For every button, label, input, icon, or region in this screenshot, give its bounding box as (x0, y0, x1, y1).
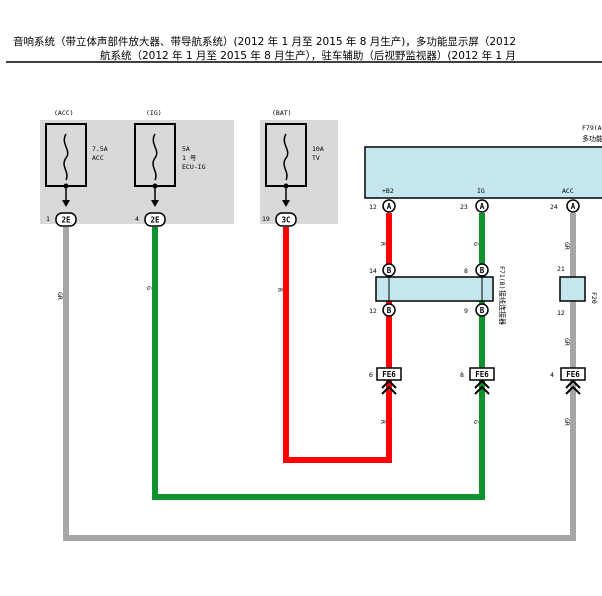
svg-text:B: B (387, 306, 392, 315)
unit-pin-label-b2: +B2 (382, 187, 394, 195)
svg-text:8: 8 (460, 371, 464, 379)
unit-pin-acc: 24 A (550, 199, 580, 213)
fuse-ig-name: 1 号 (182, 154, 197, 162)
display-unit: F79(A) 多功能 +B2 IG ACC (364, 124, 602, 199)
wire-labels: GR G R R G GR GR R G GR (56, 242, 571, 426)
fuse-ig-pin: 4 (135, 215, 139, 223)
svg-text:B: B (387, 266, 392, 275)
svg-text:FE6: FE6 (475, 370, 489, 379)
svg-text:14: 14 (369, 267, 377, 275)
fuse-box-left (40, 120, 234, 224)
junction-f20-body (559, 276, 586, 302)
svg-text:R: R (379, 420, 387, 424)
fuse-ig-source: (IG) (146, 109, 162, 117)
svg-text:G: G (472, 420, 480, 424)
svg-text:2E: 2E (61, 216, 71, 225)
fuse-acc-name: ACC (92, 154, 104, 162)
unit-pin-label-acc: ACC (562, 187, 574, 195)
fuse-ig-connector (144, 212, 166, 227)
svg-text:21: 21 (557, 265, 565, 273)
junction-f71-code: F71(B) (498, 266, 506, 289)
fuse-bat-rating: 10A (312, 145, 324, 153)
wire-r (283, 213, 392, 463)
svg-text:B: B (480, 306, 485, 315)
fuse-acc-source: (ACC) (54, 109, 74, 117)
junction-f71-name: 接线连接器 (498, 290, 507, 325)
svg-text:A: A (571, 202, 576, 211)
svg-text:B: B (480, 266, 485, 275)
plug-fe6-2: 8 FE6 (460, 367, 495, 395)
svg-text:GR: GR (563, 418, 571, 426)
wire-gr (63, 213, 576, 541)
svg-text:GR: GR (56, 292, 64, 300)
svg-text:G: G (145, 286, 153, 290)
svg-text:GR: GR (563, 242, 571, 250)
title-line-1: 音响系统（带立体声部件放大器、带导航系统）(2012 年 1 月至 2015 年… (13, 36, 517, 48)
svg-text:24: 24 (550, 203, 558, 211)
fuse-acc-connector (55, 212, 77, 227)
svg-text:8: 8 (464, 267, 468, 275)
svg-text:2E: 2E (150, 216, 160, 225)
fuse-bat-name: TV (312, 154, 320, 162)
fuse-acc-pin: 1 (46, 215, 50, 223)
junction-f20-code: F20 (590, 292, 598, 304)
fuse-bat-symbol (283, 133, 289, 181)
svg-text:3C: 3C (281, 216, 290, 225)
wire-g (152, 213, 485, 500)
junction-f71-body (375, 276, 494, 302)
svg-text:A: A (387, 202, 392, 211)
svg-text:6: 6 (369, 371, 373, 379)
svg-text:12: 12 (369, 203, 377, 211)
plug-fe6-3: 4 FE6 (550, 367, 586, 395)
svg-text:FE6: FE6 (382, 370, 396, 379)
fuse-bat-arrow (282, 200, 290, 207)
svg-text:R: R (379, 242, 387, 246)
plug-fe6-1: 6 FE6 (369, 367, 402, 395)
fuse-acc-rating: 7.5A (92, 145, 108, 153)
fuse-ig: (IG) 5A 1 号 ECU-IG 4 2E (134, 109, 206, 227)
fuse-bat-connector (275, 212, 297, 227)
unit-pin-ig: 23 A (460, 199, 489, 213)
svg-text:R: R (276, 288, 284, 292)
svg-text:9: 9 (464, 307, 468, 315)
fuse-acc: (ACC) 7.5A ACC 1 2E (45, 109, 108, 227)
svg-text:12: 12 (369, 307, 377, 315)
svg-text:23: 23 (460, 203, 468, 211)
fuse-acc-symbol (63, 133, 69, 181)
svg-text:G: G (472, 242, 480, 246)
unit-code: F79(A) (582, 124, 602, 132)
svg-text:12: 12 (557, 309, 565, 317)
svg-text:A: A (480, 202, 485, 211)
fuse-bat: (BAT) 10A TV 19 3C (262, 109, 324, 227)
svg-text:GR: GR (563, 338, 571, 346)
fuse-bat-source: (BAT) (272, 109, 292, 117)
junction-f71: 14 B 8 B 12 B 9 B F71(B) 接线连接器 (369, 263, 507, 325)
unit-pin-b2: 12 A (369, 199, 396, 213)
unit-body (364, 146, 602, 199)
fuse-acc-arrow (62, 200, 70, 207)
fuse-ig-arrow (151, 200, 159, 207)
title-line-2: 航系统（2012 年 1 月至 2015 年 8 月生产），驻车辅助（后视野监视… (100, 50, 516, 62)
fuse-ig-name-2: ECU-IG (182, 163, 206, 171)
fuse-ig-rating: 5A (182, 145, 190, 153)
junction-f20: 21 12 F20 (557, 265, 598, 317)
svg-text:4: 4 (550, 371, 554, 379)
fuse-bat-pin: 19 (262, 215, 270, 223)
fuse-box-right (260, 120, 338, 224)
svg-text:FE6: FE6 (566, 370, 580, 379)
unit-name: 多功能 (582, 134, 602, 143)
fuse-ig-symbol (152, 133, 158, 181)
unit-pin-label-ig: IG (477, 187, 485, 195)
